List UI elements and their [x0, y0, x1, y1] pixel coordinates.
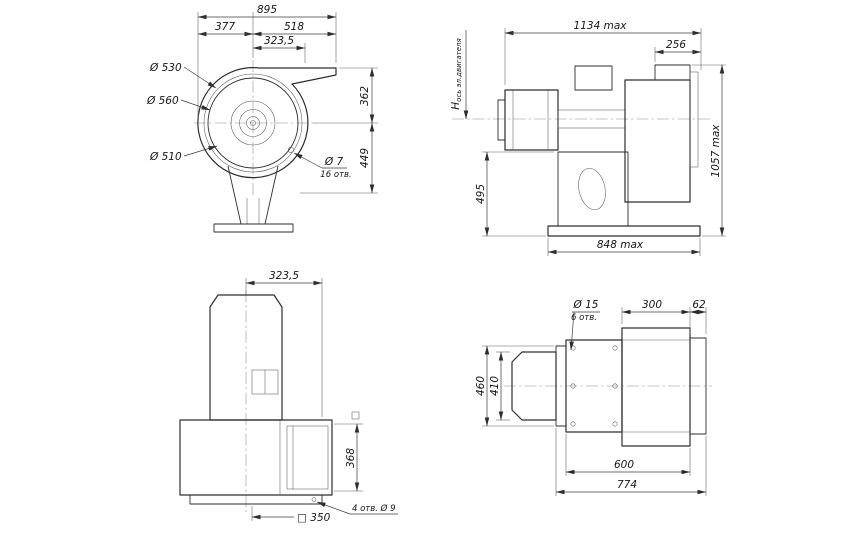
rear-geometry	[504, 327, 712, 447]
support-base-plate	[213, 223, 294, 233]
front-view: 895 377 518 323,5 362 449 Ø 530 Ø 560 Ø …	[146, 4, 378, 233]
inlet-flange-circle	[203, 73, 303, 173]
dim-flange-hole-count: 6 отв.	[571, 313, 597, 323]
motor-end-bell	[497, 99, 506, 141]
flange-hole-5	[570, 421, 576, 427]
axis-label: ось эл.двигателя	[455, 38, 463, 102]
dim-mount-square: □ 350	[297, 512, 331, 524]
dim-motor-axis-height: Hось эл.двигателя	[450, 38, 463, 109]
dim-outlet-height: 368	[345, 448, 357, 468]
side-dimensions: 1134 max 256 1057 max 495 Hось эл.двигат…	[450, 20, 726, 256]
dim-hole-count: 16 отв.	[320, 170, 351, 180]
dim-base-length: 848 max	[597, 239, 644, 251]
flange-hole-3	[570, 383, 576, 389]
axis-symbol: H	[450, 102, 462, 110]
plan-view: 323,5 368 □ 350 4 отв. Ø 9	[179, 270, 398, 524]
scroll-plan	[179, 419, 333, 496]
dim-inlet-height: 410	[489, 376, 501, 396]
flange-hole-6	[612, 421, 618, 427]
mount-hole	[311, 497, 317, 502]
dim-hole-dia: Ø 7	[324, 156, 344, 168]
dim-flange-width: 62	[692, 299, 706, 311]
fan-casing-side	[624, 79, 691, 203]
dim-flange-hole-dia: Ø 15	[573, 299, 599, 311]
side-geometry	[452, 64, 710, 237]
rear-view: Ø 15 6 отв. 300 62 460 410 600 774	[475, 299, 712, 496]
dim-mount-holes: 4 отв. Ø 9	[352, 503, 395, 514]
dim-dia-530: Ø 530	[149, 62, 182, 74]
dim-overall-height: 1057 max	[710, 124, 722, 178]
dim-left-span: 377	[215, 21, 235, 33]
plan-dimensions: 323,5 368 □ 350 4 отв. Ø 9	[245, 270, 398, 524]
dim-casing-width: 300	[642, 299, 662, 311]
pedestal	[557, 151, 629, 227]
support-leg-left	[227, 165, 242, 225]
dim-overall-length: 1134 max	[574, 20, 628, 32]
impeller-circle	[230, 100, 276, 146]
support-leg-right	[264, 165, 279, 225]
base-plate-plan	[189, 494, 323, 505]
dim-outlet-depth: 256	[666, 39, 686, 51]
dim-height-above-axis: 362	[359, 86, 371, 106]
dim-height-below-axis: 449	[359, 148, 371, 168]
inlet-collar-circle	[207, 77, 299, 169]
shaft-center-circle	[250, 120, 256, 126]
scroll-housing-outline	[197, 67, 337, 179]
pedestal-cutout	[578, 168, 606, 210]
dim-pedestal-height: 495	[475, 184, 487, 204]
flange-hole-2	[612, 345, 618, 351]
dim-dia-510: Ø 510	[149, 151, 182, 163]
base-plate-side	[547, 225, 701, 237]
dim-outlet-offset-plan: 323,5	[269, 270, 299, 282]
dim-flange-height: 460	[475, 376, 487, 396]
inlet-flange-side	[689, 71, 699, 168]
dim-right-span: 518	[284, 21, 304, 33]
rear-dimensions: Ø 15 6 отв. 300 62 460 410 600 774	[475, 299, 707, 496]
bolt-hole	[287, 146, 295, 154]
bearing-block	[574, 65, 613, 91]
outlet-plan	[286, 425, 329, 490]
flange-hole-4	[612, 383, 618, 389]
dim-casing-length: 600	[614, 459, 634, 471]
outlet-top-step	[654, 64, 691, 81]
front-dimensions: 895 377 518 323,5 362 449 Ø 530 Ø 560 Ø …	[146, 4, 378, 194]
square-section-symbol	[351, 411, 360, 420]
dim-outlet-offset: 323,5	[264, 35, 294, 47]
plan-geometry	[179, 290, 333, 512]
dim-overall-width: 895	[257, 4, 277, 16]
shaft-circle	[246, 116, 260, 130]
side-view: 1134 max 256 1057 max 495 Hось эл.двигат…	[450, 20, 726, 256]
casing-rear	[621, 327, 691, 447]
dim-dia-560: Ø 560	[146, 95, 179, 107]
outlet-flange-rear	[689, 337, 707, 435]
front-geometry	[194, 60, 337, 233]
hub-circle	[239, 109, 267, 137]
dim-overall-length-rear: 774	[617, 479, 637, 491]
